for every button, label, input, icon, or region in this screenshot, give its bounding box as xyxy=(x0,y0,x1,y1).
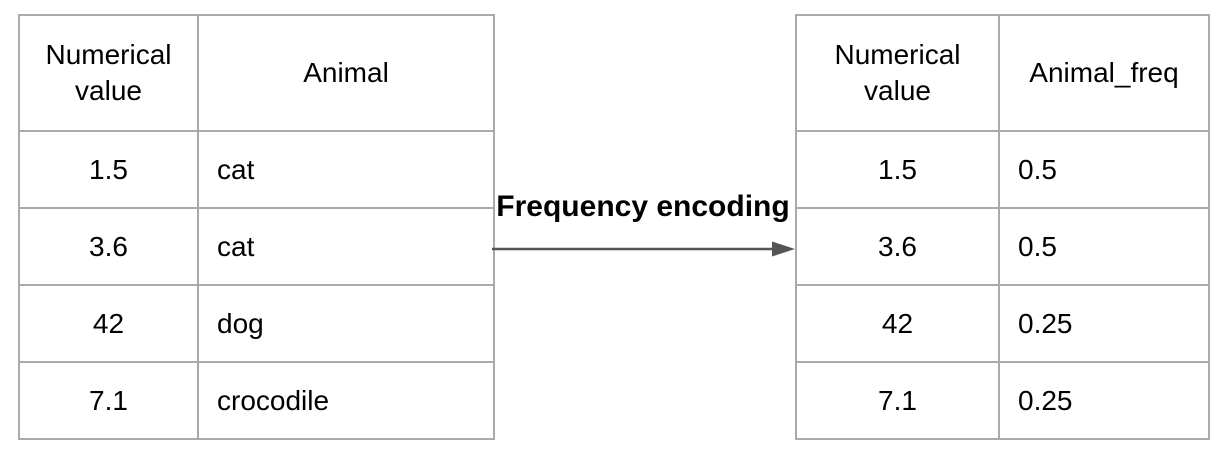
table-row: 42 0.25 xyxy=(795,284,1210,363)
cell-animal: crocodile xyxy=(197,361,495,440)
cell-numerical-value: 3.6 xyxy=(795,207,1000,286)
table-row: 3.6 0.5 xyxy=(795,207,1210,286)
encoded-table: Numerical value Animal_freq 1.5 0.5 3.6 … xyxy=(795,14,1210,440)
cell-numerical-value: 1.5 xyxy=(18,130,199,209)
cell-animal-freq: 0.25 xyxy=(998,361,1210,440)
table-row: 1.5 0.5 xyxy=(795,130,1210,209)
arrow-label: Frequency encoding xyxy=(496,190,790,223)
encoded-header-animal-freq: Animal_freq xyxy=(998,14,1210,132)
cell-animal-freq: 0.5 xyxy=(998,207,1210,286)
source-table-header-row: Numerical value Animal xyxy=(18,14,495,132)
right-arrow-icon xyxy=(492,241,795,257)
table-row: 1.5 cat xyxy=(18,130,495,209)
table-row: 42 dog xyxy=(18,284,495,363)
cell-numerical-value: 42 xyxy=(795,284,1000,363)
cell-numerical-value: 3.6 xyxy=(18,207,199,286)
cell-numerical-value: 42 xyxy=(18,284,199,363)
cell-animal: cat xyxy=(197,130,495,209)
source-header-animal: Animal xyxy=(197,14,495,132)
arrow-head xyxy=(772,241,795,257)
source-header-numerical-value: Numerical value xyxy=(18,14,199,132)
cell-animal-freq: 0.5 xyxy=(998,130,1210,209)
source-table: Numerical value Animal 1.5 cat 3.6 cat 4… xyxy=(18,14,495,440)
cell-numerical-value: 7.1 xyxy=(18,361,199,440)
cell-numerical-value: 1.5 xyxy=(795,130,1000,209)
cell-animal: dog xyxy=(197,284,495,363)
cell-animal: cat xyxy=(197,207,495,286)
encoded-table-header-row: Numerical value Animal_freq xyxy=(795,14,1210,132)
table-row: 3.6 cat xyxy=(18,207,495,286)
encoded-header-numerical-value: Numerical value xyxy=(795,14,1000,132)
table-row: 7.1 crocodile xyxy=(18,361,495,440)
cell-animal-freq: 0.25 xyxy=(998,284,1210,363)
table-row: 7.1 0.25 xyxy=(795,361,1210,440)
cell-numerical-value: 7.1 xyxy=(795,361,1000,440)
